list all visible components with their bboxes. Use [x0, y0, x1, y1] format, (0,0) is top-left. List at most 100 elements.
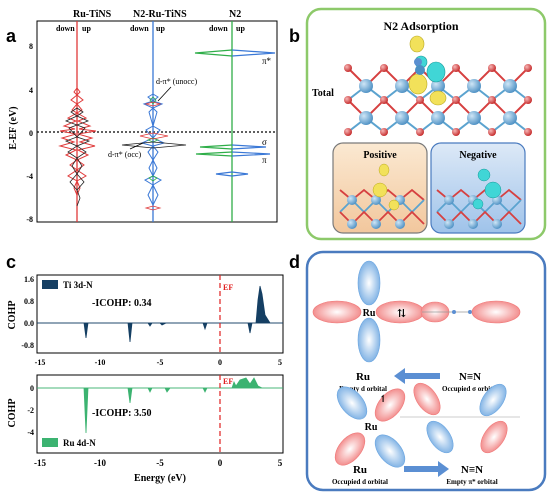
spin-down-3: down [209, 24, 228, 33]
cohp-top-icohp: -ICOHP: 0.34 [92, 298, 151, 309]
annot-sigma: σ [262, 137, 267, 147]
ytick-a-4: 4 [29, 86, 33, 95]
panel-b-title: N2 Adsorption [383, 19, 458, 33]
cohp-bottom-legend-swatch [42, 438, 58, 447]
orbital-bottom-pi-star [400, 382, 520, 454]
cohp-top-frame [36, 274, 284, 354]
dos-n2-sigma-down [199, 144, 233, 150]
xtick-c-top-2: -5 [157, 358, 164, 367]
annot-occ: d-π* (occ) [108, 150, 141, 159]
col-title-ru-tins: Ru-TiNS [73, 9, 112, 20]
top-left-sub: Empty d orbital [339, 385, 387, 393]
arrow-left-icon [394, 368, 440, 384]
cohp-bottom-frame [36, 374, 284, 454]
panel-b: b N2 Adsorption Total [289, 7, 547, 241]
ytick-c-bottom-0: 0 [30, 384, 34, 393]
col-title-n2: N2 [229, 9, 241, 20]
spin-down-1: down [56, 24, 75, 33]
annot-pi: π [262, 155, 267, 165]
positive-label: Positive [363, 150, 397, 161]
cohp-bottom-trace [37, 377, 283, 434]
arrow-right-icon [404, 461, 449, 477]
dos-n2-sigma [231, 144, 267, 150]
panel-b-letter: b [289, 26, 300, 46]
cohp-top-legend-swatch [42, 280, 58, 289]
dos-n2-ru-tins-red [139, 101, 169, 211]
cohp-top-ylabel: COHP [7, 301, 18, 330]
xtick-c-top-0: -15 [35, 358, 46, 367]
xtick-c-top-4: 5 [278, 358, 282, 367]
ytick-c-top-3: -0.8 [21, 341, 34, 350]
bottom-right-sub: Empty π* orbital [446, 478, 497, 486]
panel-b-total-label: Total [312, 88, 334, 99]
panel-d: d Ru ⇅ Ru Empty d orbital N≡N Occupied σ… [289, 250, 547, 492]
xtick-c-top-3: 0 [218, 358, 222, 367]
annot-unocc-arrow [157, 86, 172, 102]
orbital-bottom-d [334, 386, 406, 468]
ytick-a-0: 0 [29, 129, 33, 138]
xtick-c-1: -10 [94, 458, 106, 468]
slab-positive [339, 163, 425, 229]
spin-down-2: down [130, 24, 149, 33]
spin-up-2: up [156, 24, 165, 33]
xtick-c-3: 0 [218, 458, 223, 468]
dos-n2-ru-tins-down [140, 93, 155, 206]
ytick-c-bottom-2: -4 [27, 428, 34, 437]
orbital-top-d [312, 260, 425, 363]
bottom-right-caption: N≡N [461, 464, 483, 476]
negative-box [430, 142, 526, 234]
cohp-bottom-ef-label: EF [223, 377, 233, 386]
panel-c-letter: c [6, 252, 16, 272]
cohp-bottom-ylabel: COHP [7, 399, 18, 428]
charge-density-total [408, 35, 447, 106]
top-left-caption: Ru [356, 371, 370, 383]
dos-n2-pi-star [231, 49, 276, 57]
cohp-top-trace [37, 285, 283, 343]
dos-ru-tins-up [76, 87, 97, 196]
dos-n2-pi-star-down [194, 49, 233, 57]
panel-a: a Ru-TiNS N2-Ru-TiNS N2 down up down up … [6, 9, 278, 224]
bottom-atom-label: Ru [365, 422, 378, 433]
dos-ru-tins-black-down [64, 107, 79, 191]
xtick-c-0: -15 [34, 458, 46, 468]
xtick-c-4: 5 [278, 458, 283, 468]
xtick-c-top-1: -10 [95, 358, 106, 367]
annot-unocc: d-π* (unocc) [156, 77, 197, 86]
dos-n2-pi-down [195, 151, 233, 157]
panel-a-frame [36, 20, 278, 223]
cohp-bottom-legend: Ru 4d-N [63, 438, 96, 448]
slab-negative [436, 168, 522, 229]
cohp-top-legend: Ti 3d-N [63, 280, 93, 290]
ytick-c-top-2: 0.0 [24, 319, 34, 328]
top-right-sub: Occupied σ orbital [442, 385, 498, 393]
o-atoms-total [344, 64, 532, 136]
cohp-bottom-icohp: -ICOHP: 3.50 [92, 408, 151, 419]
dos-ru-tins-down [58, 87, 78, 196]
annot-occ-arrow [129, 142, 144, 150]
panel-c: c COHP 1.6 0.8 0.0 -0.8 EF Ti 3d-N -ICOH… [6, 252, 284, 484]
spin-up-3: up [236, 24, 245, 33]
ytick-c-top-1: 0.8 [24, 297, 34, 306]
panel-a-letter: a [6, 26, 17, 46]
ytick-c-bottom-1: -2 [27, 406, 34, 415]
panel-d-letter: d [289, 252, 300, 272]
bottom-left-caption: Ru [353, 464, 367, 476]
top-right-caption: N≡N [459, 371, 481, 383]
cohp-top-ef-label: EF [223, 283, 233, 292]
annot-pi-star: π* [262, 56, 272, 66]
dos-n2-pi [231, 151, 271, 157]
cohp-xlabel: Energy (eV) [134, 473, 186, 484]
top-atom-label: Ru [363, 308, 376, 319]
bottom-left-sub: Occupied d orbital [332, 478, 388, 486]
dos-n2-deep [215, 171, 249, 177]
ytick-a-m8: -8 [26, 215, 33, 224]
ytick-c-top-0: 1.6 [24, 275, 34, 284]
col-title-n2-ru-tins: N2-Ru-TiNS [133, 9, 187, 20]
negative-label: Negative [459, 150, 497, 161]
spin-up-1: up [82, 24, 91, 33]
dos-n2-ru-tins-up [151, 93, 166, 206]
orbital-top-sigma [420, 300, 521, 324]
electron-mark: ↿ [379, 394, 387, 405]
ytick-a-8: 8 [29, 42, 33, 51]
